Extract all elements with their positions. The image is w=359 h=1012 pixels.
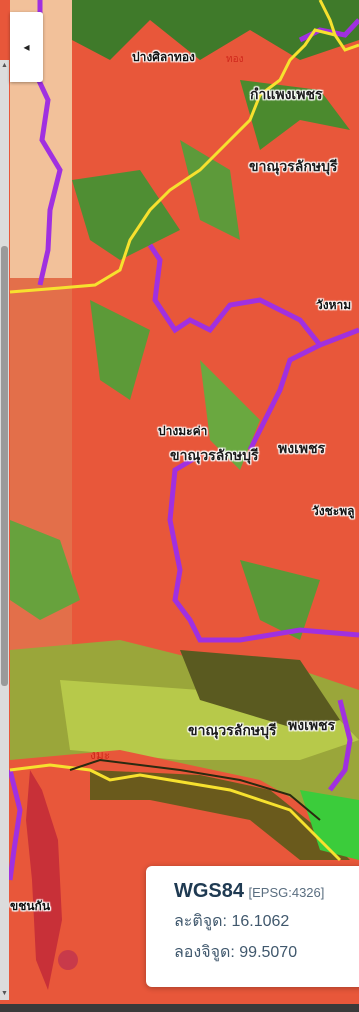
- place-label: ขาณุวรลักษบุรี: [249, 159, 338, 175]
- caret-left-icon: ◂: [23, 40, 30, 54]
- place-label: พงเพชร: [288, 718, 336, 734]
- longitude-label: ลองจิจูด:: [174, 944, 235, 961]
- red-patch: [26, 770, 62, 990]
- scrollbar[interactable]: ▲ ▼: [0, 60, 9, 1000]
- place-label: ขาณุวรลักษบุรี: [170, 448, 259, 464]
- scroll-down-icon[interactable]: ▼: [1, 990, 8, 997]
- place-label: วังหาม: [316, 298, 352, 312]
- latitude-value: 16.1062: [231, 913, 290, 930]
- longitude-row: ลองจิจูด: 99.5070: [174, 940, 359, 965]
- forest-area-top: [72, 0, 359, 60]
- place-label: งมะ: [90, 748, 111, 762]
- latitude-label: ละติจูด:: [174, 913, 227, 930]
- sidebar-toggle-button[interactable]: ◂: [10, 12, 43, 82]
- place-label: ทอง: [226, 54, 244, 65]
- coordinate-readout: WGS84 [EPSG:4326] ละติจูด: 16.1062 ลองจิ…: [146, 866, 359, 987]
- place-label: พงเพชร: [278, 441, 326, 457]
- place-label: ขชนกัน: [10, 899, 51, 913]
- bottom-bar: [0, 1004, 359, 1012]
- place-label: ปางมะค่า: [158, 424, 208, 438]
- longitude-value: 99.5070: [239, 944, 298, 961]
- place-label: วังชะพลู: [312, 504, 355, 518]
- epsg-code: [EPSG:4326]: [248, 885, 325, 900]
- place-label: ปางศิลาทอง: [132, 50, 195, 64]
- scroll-up-icon[interactable]: ▲: [1, 62, 8, 69]
- latitude-row: ละติจูด: 16.1062: [174, 909, 359, 934]
- crs-name: WGS84: [174, 880, 245, 902]
- place-label: ขาณุวรลักษบุรี: [188, 723, 277, 739]
- place-label: กำแพงเพชร: [250, 87, 323, 103]
- province-boundary: [9, 28, 359, 294]
- crs-title: WGS84 [EPSG:4326]: [174, 880, 359, 903]
- scrollbar-thumb[interactable]: [1, 246, 8, 686]
